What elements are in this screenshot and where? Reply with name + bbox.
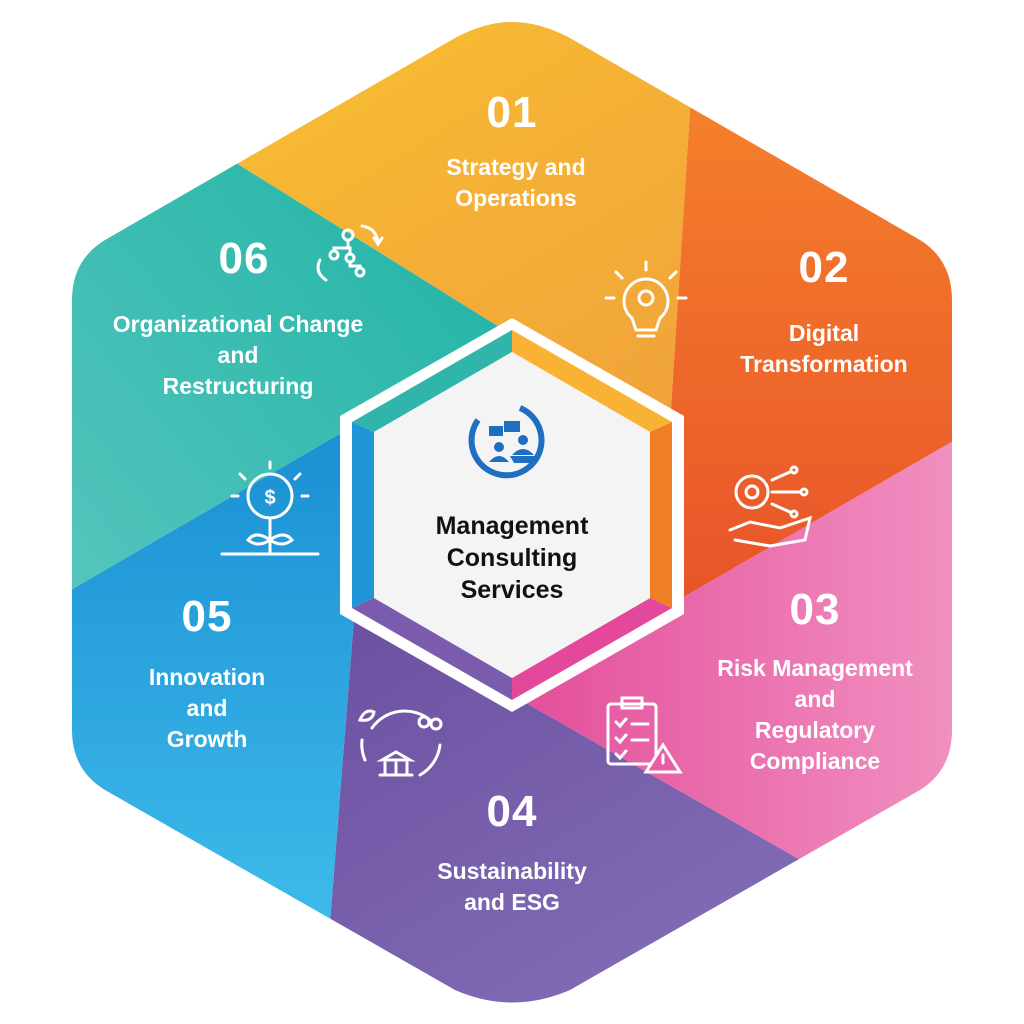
sustainability-cycle-icon <box>357 709 443 777</box>
meeting-icon <box>468 405 545 479</box>
label-line: and <box>217 342 259 368</box>
label-line: Compliance <box>749 748 881 774</box>
center-hexagon <box>340 318 684 712</box>
label-line: Transformation <box>740 351 908 377</box>
lightbulb-gear-icon <box>604 260 688 338</box>
gear-hand-icon <box>728 465 813 548</box>
segment-04-number: 04 <box>486 787 538 836</box>
center-line-2: Consulting <box>446 544 578 572</box>
label-line: and <box>186 695 228 721</box>
label-line: Organizational Change <box>112 311 364 337</box>
center-label: Management Consulting Services <box>436 510 589 606</box>
segment-05-number: 05 <box>181 592 233 641</box>
label-line: and <box>794 686 836 712</box>
segment-06-number: 06 <box>218 234 270 283</box>
center-line-1: Management <box>435 512 589 540</box>
money-lightbulb-plant-icon: $ <box>220 460 320 556</box>
svg-text:$: $ <box>264 487 275 509</box>
label-line: and ESG <box>464 889 560 915</box>
label-line: Regulatory <box>754 717 876 743</box>
label-line: Risk Management <box>717 655 913 681</box>
label-line: Strategy and <box>446 154 586 180</box>
label-line: Innovation <box>148 664 266 690</box>
segment-03-number: 03 <box>789 585 841 634</box>
label-line: Growth <box>166 726 248 752</box>
org-chart-icon <box>316 224 384 282</box>
center-line-3: Services <box>460 576 564 604</box>
clipboard-warning-icon <box>606 696 683 774</box>
label-line: Sustainability <box>437 858 587 884</box>
segment-04-label: Sustainability and ESG <box>437 856 587 918</box>
label-line: Digital <box>788 320 860 346</box>
segment-02-number: 02 <box>798 243 850 292</box>
segment-01-number: 01 <box>486 88 538 137</box>
label-line: Operations <box>455 185 577 211</box>
label-line: Restructuring <box>162 373 314 399</box>
